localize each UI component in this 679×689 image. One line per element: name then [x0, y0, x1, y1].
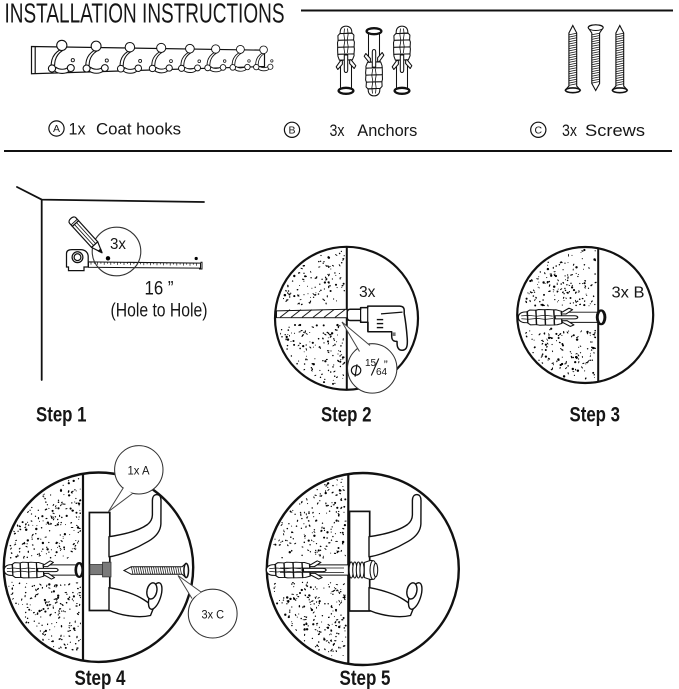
svg-text:3x: 3x [110, 236, 126, 253]
svg-text:A: A [53, 123, 60, 135]
svg-text:1x A: 1x A [128, 464, 150, 478]
svg-text:64: 64 [376, 367, 388, 378]
svg-text:Coat hooks: Coat hooks [96, 120, 181, 139]
svg-text:”: ” [384, 358, 388, 372]
svg-text:Anchors: Anchors [357, 121, 417, 140]
svg-text:Step 4: Step 4 [75, 667, 126, 689]
svg-text:B: B [288, 125, 295, 137]
svg-text:3x: 3x [359, 284, 376, 301]
svg-text:3x: 3x [330, 121, 345, 140]
svg-text:Step 2: Step 2 [321, 404, 372, 427]
svg-text:Step 5: Step 5 [340, 667, 391, 689]
svg-text:Step 3: Step 3 [570, 404, 621, 427]
svg-text:C: C [535, 125, 543, 137]
svg-text:1x: 1x [69, 120, 86, 139]
svg-text:3x B: 3x B [612, 285, 645, 302]
svg-text:Step 1: Step 1 [36, 404, 87, 427]
svg-text:3x: 3x [562, 121, 577, 140]
svg-text:16 ”: 16 ” [145, 279, 174, 300]
svg-text:(Hole to Hole): (Hole to Hole) [111, 301, 208, 322]
svg-text:Screws: Screws [585, 121, 645, 140]
svg-text:15: 15 [365, 358, 377, 369]
svg-text:3x C: 3x C [202, 607, 225, 621]
svg-text:INSTALLATION INSTRUCTIONS: INSTALLATION INSTRUCTIONS [5, 0, 285, 29]
